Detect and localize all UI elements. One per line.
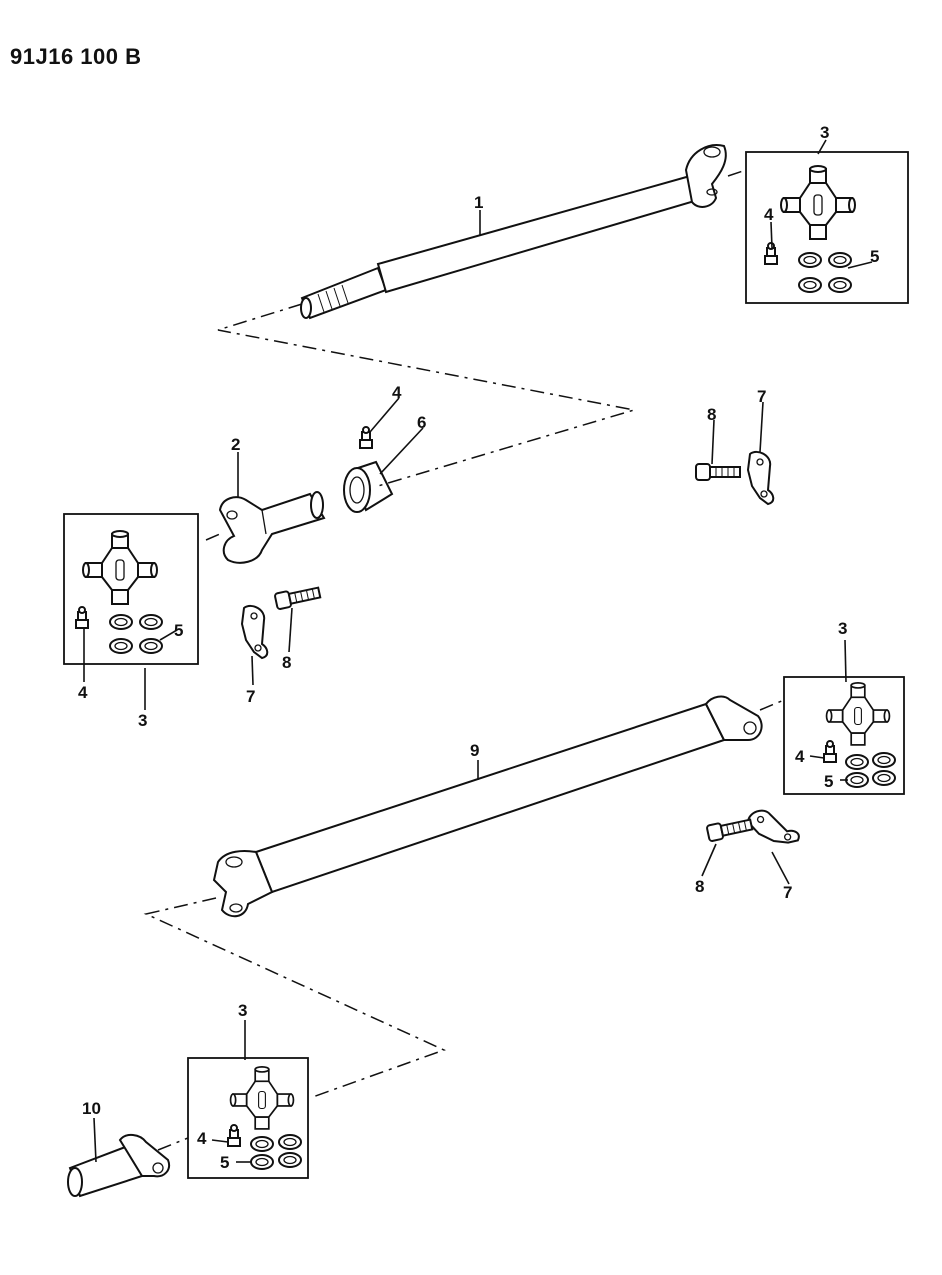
callout-8: 8	[282, 653, 291, 672]
callout-8: 8	[695, 877, 704, 896]
callout-2: 2	[231, 435, 240, 454]
bolt-icon	[695, 463, 741, 481]
callout-1: 1	[474, 193, 483, 212]
callout-7: 7	[783, 883, 792, 902]
callout-5: 5	[220, 1153, 229, 1172]
callout-5: 5	[174, 621, 183, 640]
bolt-icon	[705, 815, 754, 843]
strap-icon	[241, 604, 269, 659]
callout-3: 3	[238, 1001, 247, 1020]
front-drive-shaft	[300, 144, 727, 320]
leader-lines	[83, 139, 873, 1163]
ujoint-kit-box-right	[783, 676, 905, 795]
callout-3: 3	[820, 123, 829, 142]
callout-4: 4	[764, 205, 774, 224]
ujoint-kit-box-top	[745, 151, 909, 304]
callout-10: 10	[82, 1099, 101, 1118]
callout-3: 3	[838, 619, 847, 638]
ujoint-kit-box-bottom	[187, 1057, 309, 1179]
slip-yoke	[218, 491, 326, 564]
callout-5: 5	[824, 772, 833, 791]
assembly-lines	[143, 169, 785, 1151]
callout-8: 8	[707, 405, 716, 424]
end-yoke	[67, 1134, 170, 1198]
ujoint-kit-box-left	[63, 513, 199, 665]
callout-9: 9	[470, 741, 479, 760]
center-bearing	[343, 460, 394, 513]
callout-7: 7	[246, 687, 255, 706]
callout-7: 7	[757, 387, 766, 406]
callout-4: 4	[392, 383, 402, 402]
callout-4: 4	[197, 1129, 207, 1148]
callout-5: 5	[870, 247, 879, 266]
grease-fitting-icon	[359, 426, 373, 449]
strap-icon	[747, 450, 775, 505]
callout-4: 4	[78, 683, 88, 702]
callout-3: 3	[138, 711, 147, 730]
strap-icon	[744, 801, 803, 857]
drawing-code: 91J16 100 B	[10, 44, 142, 69]
bolt-icon	[273, 583, 322, 611]
callout-4: 4	[795, 747, 805, 766]
callout-6: 6	[417, 413, 426, 432]
rear-drive-shaft	[212, 695, 763, 918]
